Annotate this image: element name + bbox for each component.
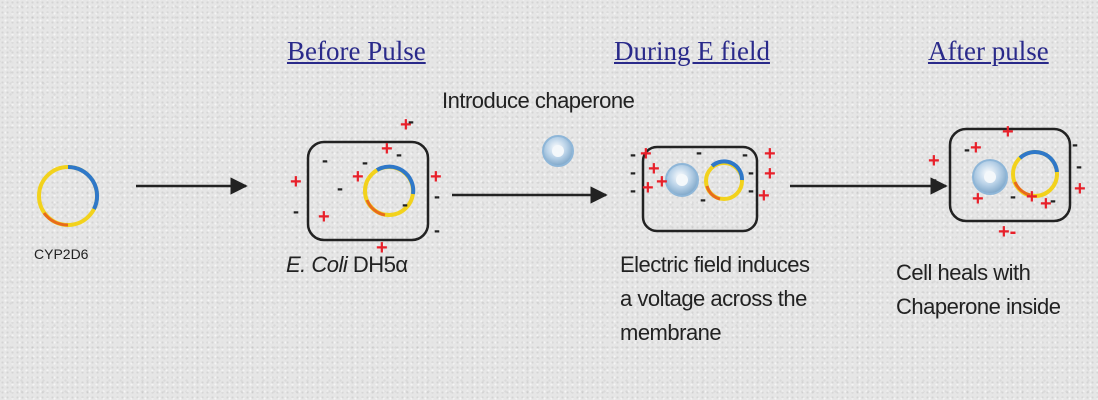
cell-during: - - - + + + + - - - - - + + + <box>630 142 776 233</box>
svg-text:-: - <box>630 180 636 200</box>
during-caption: Electric field induces a voltage across … <box>620 248 810 350</box>
svg-text:+: + <box>1026 186 1038 208</box>
plasmid-label: CYP2D6 <box>34 246 89 262</box>
cell-before: + - + - - + - + - + - - + - - + <box>290 111 442 259</box>
svg-text:+: + <box>290 171 302 193</box>
during-caption-line-2: a voltage across the <box>620 286 807 311</box>
svg-text:-: - <box>696 142 702 162</box>
svg-text:-: - <box>408 111 414 131</box>
svg-text:+: + <box>352 166 364 188</box>
svg-text:-: - <box>700 189 706 209</box>
svg-text:+: + <box>764 163 776 185</box>
svg-text:-: - <box>630 144 636 164</box>
svg-text:+: + <box>376 237 388 259</box>
svg-text:+: + <box>400 114 412 136</box>
chaperone-free <box>542 135 574 167</box>
svg-text:-: - <box>1076 156 1082 176</box>
svg-text:+: + <box>318 206 330 228</box>
svg-text:-: - <box>748 162 754 182</box>
svg-text:+: + <box>972 188 984 210</box>
svg-text:-: - <box>742 144 748 164</box>
svg-text:-: - <box>1010 186 1016 206</box>
svg-text:-: - <box>402 194 408 214</box>
svg-text:+: + <box>928 150 940 172</box>
svg-text:-: - <box>1072 134 1078 154</box>
svg-text:+: + <box>430 166 442 188</box>
strain-species: E. Coli <box>286 252 348 277</box>
svg-text:+: + <box>642 177 654 199</box>
during-caption-line-1: Electric field induces <box>620 252 810 277</box>
svg-text:+: + <box>970 137 982 159</box>
svg-text:+: + <box>764 143 776 165</box>
after-caption: Cell heals with Chaperone inside <box>896 256 1061 324</box>
svg-text:-: - <box>964 139 970 159</box>
svg-text:+: + <box>1074 178 1086 200</box>
svg-text:-: - <box>293 201 299 221</box>
svg-text:+: + <box>1040 193 1052 215</box>
svg-text:+: + <box>656 171 668 193</box>
svg-text:+: + <box>1002 121 1014 143</box>
svg-text:+: + <box>640 143 652 165</box>
svg-text:-: - <box>362 152 368 172</box>
svg-text:-: - <box>434 186 440 206</box>
svg-text:-: - <box>322 150 328 170</box>
svg-text:+: + <box>648 158 660 180</box>
strain-label: E. Coli DH5α <box>286 252 408 278</box>
svg-text:-: - <box>748 180 754 200</box>
strain-name: DH5α <box>352 252 408 277</box>
svg-text:-: - <box>434 220 440 240</box>
header-after-pulse: After pulse <box>928 36 1049 66</box>
svg-text:-: - <box>337 178 343 198</box>
cell-after: + - + - + - + + - - - + +- + <box>928 121 1086 243</box>
svg-text:+-: +- <box>998 221 1016 243</box>
during-caption-line-3: membrane <box>620 320 722 345</box>
plasmid-cyp2d6 <box>37 164 100 227</box>
svg-text:+: + <box>758 185 770 207</box>
svg-text:-: - <box>630 162 636 182</box>
after-caption-line-2: Chaperone inside <box>896 294 1061 319</box>
svg-text:+: + <box>381 138 393 160</box>
header-during-field: During E field <box>614 36 770 66</box>
header-before-pulse: Before Pulse <box>287 36 426 66</box>
svg-text:-: - <box>396 144 402 164</box>
after-caption-line-1: Cell heals with <box>896 260 1031 285</box>
svg-text:-: - <box>1050 190 1056 210</box>
svg-text:-: - <box>931 169 937 189</box>
introduce-chaperone-label: Introduce chaperone <box>442 88 635 113</box>
